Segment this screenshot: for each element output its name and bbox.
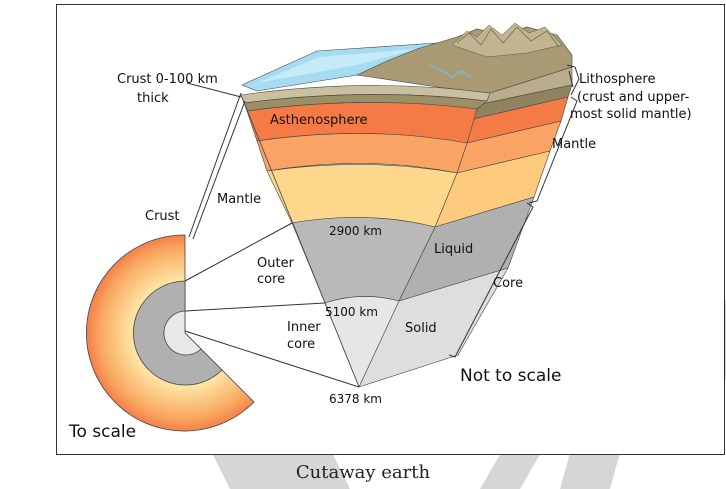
label-crust-top-thick: thick [137, 91, 169, 106]
label-to-scale: To scale [68, 422, 136, 442]
label-mantle-right: Mantle [552, 137, 596, 152]
label-depth-6378: 6378 km [329, 392, 382, 406]
label-lithosphere-2: (crust and upper- [577, 90, 690, 105]
crust-zoom-line [189, 93, 241, 237]
inner-core-zoom-line [185, 303, 325, 311]
crust-zoom-line-2 [193, 101, 245, 239]
label-depth-5100: 5100 km [325, 305, 378, 319]
figure-caption: Cutaway earth [0, 462, 726, 483]
label-core-right: Core [493, 276, 523, 291]
label-outer-core-1: Outer [257, 256, 295, 271]
label-asthenosphere: Asthenosphere [270, 113, 368, 128]
earth-cutaway-diagram: Crust 0-100 km thick Asthenosphere Mantl… [57, 5, 726, 456]
label-inner-core-2: core [287, 337, 315, 352]
label-liquid: Liquid [434, 242, 473, 257]
label-not-to-scale: Not to scale [460, 366, 561, 386]
label-mantle-left: Mantle [217, 192, 261, 207]
label-depth-2900: 2900 km [329, 224, 382, 238]
figure-frame: Crust 0-100 km thick Asthenosphere Mantl… [56, 4, 725, 455]
label-crust-top: Crust 0-100 km [117, 72, 218, 87]
label-inner-core-1: Inner [287, 320, 321, 335]
label-crust-small: Crust [145, 209, 180, 224]
label-solid: Solid [405, 321, 437, 336]
label-outer-core-2: core [257, 272, 285, 287]
label-lithosphere-3: most solid mantle) [570, 107, 692, 122]
label-lithosphere-1: Lithosphere [579, 72, 655, 87]
